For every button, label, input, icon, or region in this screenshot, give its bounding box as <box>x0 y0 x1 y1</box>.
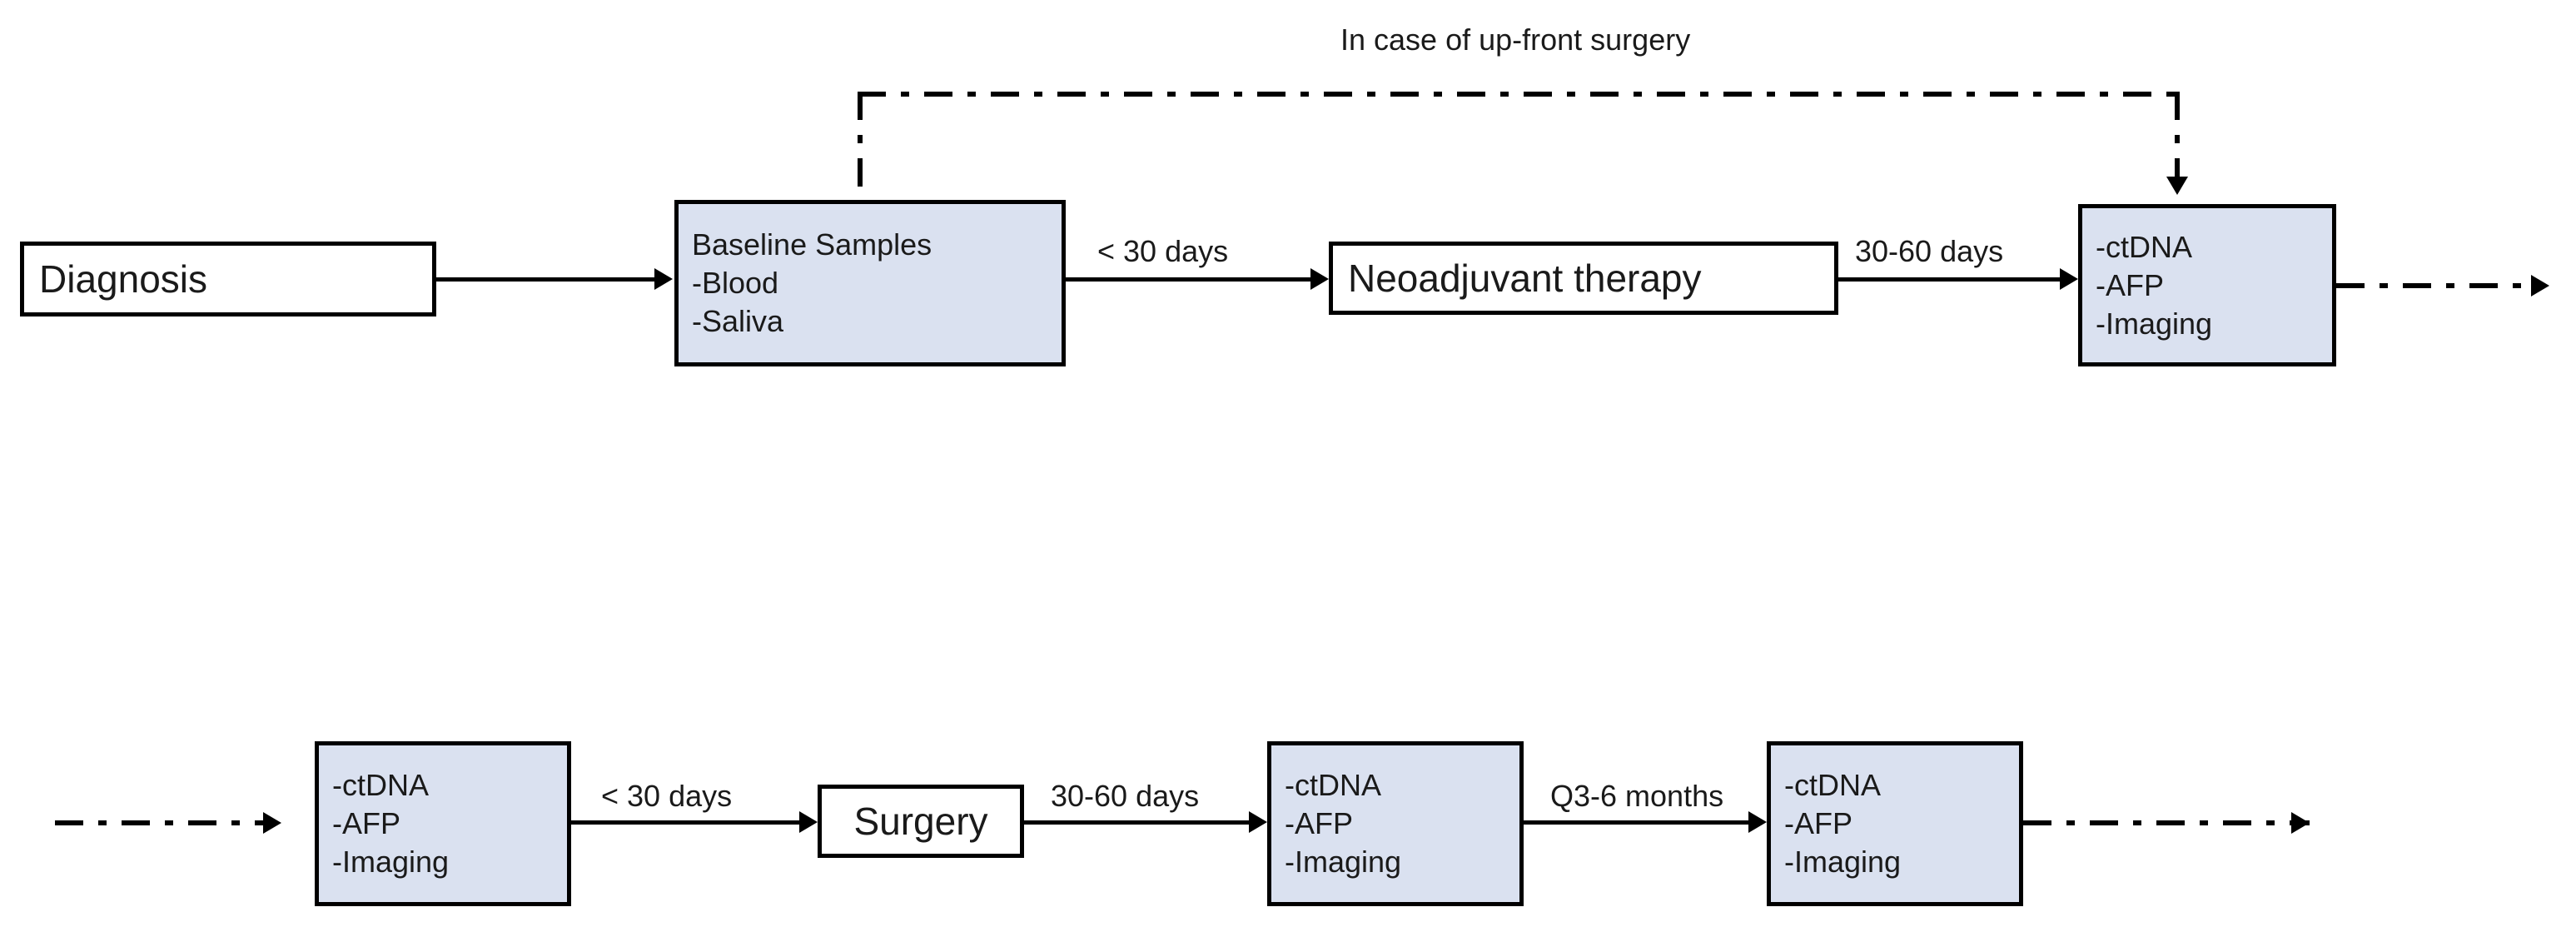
node-assessment-post-neoadjuvant-item-afp: -AFP <box>2096 267 2165 302</box>
edge-neoadjuvant-to-assessment <box>1838 277 2061 282</box>
node-assessment-pre-surgery-item-ctdna: -ctDNA <box>332 768 429 802</box>
node-baseline-samples[interactable]: Baseline Samples -Blood -Saliva <box>674 200 1066 366</box>
node-assessment-pre-surgery-item-imaging: -Imaging <box>332 845 450 879</box>
edge-presurgery-to-surgery <box>571 820 801 825</box>
node-surgery[interactable]: Surgery <box>818 785 1024 858</box>
node-neoadjuvant-therapy-label: Neoadjuvant therapy <box>1348 257 1702 300</box>
edge-surveillance-onward-arrowhead-icon <box>2291 812 2310 834</box>
node-baseline-samples-item-saliva: -Saliva <box>692 304 784 338</box>
node-assessment-pre-surgery[interactable]: -ctDNA -AFP -Imaging <box>315 741 571 906</box>
node-diagnosis-label: Diagnosis <box>39 257 207 301</box>
edge-postsurgery-to-surveillance <box>1524 820 1750 825</box>
edge-assessment-to-continuation-arrowhead-icon <box>2531 275 2549 297</box>
edge-surgery-to-postsurgery <box>1024 820 1251 825</box>
bypass-connector-horizontal <box>858 92 2180 97</box>
edge-neoadjuvant-to-assessment-arrowhead-icon <box>2060 268 2078 290</box>
node-surgery-label: Surgery <box>853 800 988 843</box>
bypass-connector-vertical-right <box>2175 92 2180 179</box>
edge-label-neoadjuvant-to-assessment: 30-60 days <box>1855 234 2004 268</box>
node-assessment-post-surgery-item-ctdna: -ctDNA <box>1285 768 1381 802</box>
node-assessment-post-neoadjuvant-item-imaging: -Imaging <box>2096 306 2213 341</box>
edge-diagnosis-to-baseline-arrowhead-icon <box>654 268 673 290</box>
edge-label-presurgery-to-surgery: < 30 days <box>601 779 733 813</box>
edge-assessment-to-continuation <box>2336 283 2534 288</box>
edge-label-surgery-to-postsurgery: 30-60 days <box>1051 779 1200 813</box>
node-assessment-post-surgery-item-afp: -AFP <box>1285 806 1354 840</box>
node-baseline-samples-item-blood: -Blood <box>692 266 779 300</box>
node-assessment-post-surgery-item-imaging: -Imaging <box>1285 845 1402 879</box>
edge-baseline-to-neoadjuvant-arrowhead-icon <box>1310 268 1329 290</box>
edge-surveillance-onward <box>2023 820 2310 825</box>
node-assessment-surveillance-item-imaging: -Imaging <box>1784 845 1902 879</box>
edge-label-postsurgery-to-surveillance: Q3-6 months <box>1550 779 1724 813</box>
bypass-arrowhead-down-icon <box>2166 177 2188 195</box>
edge-surgery-to-postsurgery-arrowhead-icon <box>1249 811 1267 833</box>
edge-baseline-to-neoadjuvant <box>1066 277 1312 282</box>
upfront-surgery-caption: In case of up-front surgery <box>1340 22 1691 57</box>
node-neoadjuvant-therapy[interactable]: Neoadjuvant therapy <box>1329 242 1838 315</box>
bypass-connector-vertical-left <box>858 92 863 200</box>
node-baseline-samples-title: Baseline Samples <box>692 227 932 262</box>
edge-presurgery-to-surgery-arrowhead-icon <box>799 811 818 833</box>
edge-postsurgery-to-surveillance-arrowhead-icon <box>1748 811 1767 833</box>
node-assessment-surveillance-item-afp: -AFP <box>1784 806 1853 840</box>
node-assessment-post-neoadjuvant-item-ctdna: -ctDNA <box>2096 229 2192 264</box>
edge-diagnosis-to-baseline <box>436 277 656 282</box>
edge-continuation-to-presurgery-arrowhead-icon <box>263 812 281 834</box>
edge-label-baseline-to-neoadjuvant: < 30 days <box>1097 234 1229 268</box>
node-assessment-post-neoadjuvant[interactable]: -ctDNA -AFP -Imaging <box>2078 204 2336 366</box>
node-assessment-surveillance-item-ctdna: -ctDNA <box>1784 768 1881 802</box>
node-assessment-post-surgery[interactable]: -ctDNA -AFP -Imaging <box>1267 741 1524 906</box>
node-assessment-surveillance[interactable]: -ctDNA -AFP -Imaging <box>1767 741 2023 906</box>
node-assessment-pre-surgery-item-afp: -AFP <box>332 806 401 840</box>
node-diagnosis[interactable]: Diagnosis <box>20 242 436 316</box>
edge-continuation-to-presurgery <box>55 820 266 825</box>
